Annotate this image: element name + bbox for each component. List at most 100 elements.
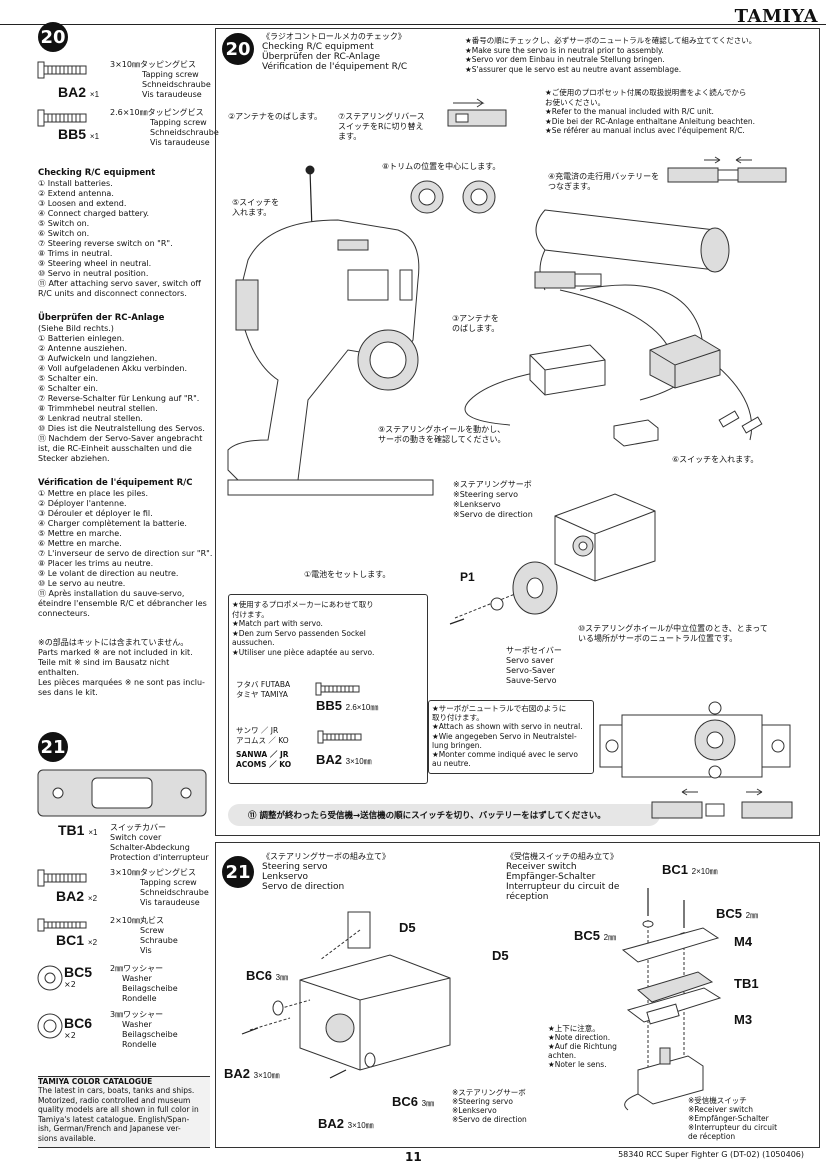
sanwa-en: SANWA ／ JR ACOMS ／ KO [236,750,292,769]
finish-banner: ⑪ 調整が終わったら受信機→送信機の順にスイッチを切り、バッテリーをはずしてくだ… [228,804,660,826]
tb1-code: TB1 ×1 [58,822,98,838]
ba2-screw-icon-2 [37,869,87,887]
manual-line: ★Refer to the manual included with R/C u… [545,107,714,116]
page-number: 11 [405,1150,422,1164]
c4-line: ④充電済の走行用バッテリーを [548,172,660,181]
warn-line: ★Make sure the servo is in neutral prior… [465,45,664,55]
ba2-screw-icon [37,61,87,79]
de-step-line: Stecker abziehen. [38,454,110,463]
step-21-right-title: 《受信機スイッチの組み立て》 Receiver switch Empfänger… [506,852,620,902]
callout-reverse: ⑦ステアリングリバーススイッチをRに切り替えます。 [338,112,425,142]
ba2-code: BA2 ×1 [58,84,100,100]
en-step-line: ⑧ Trims in neutral. [38,249,113,258]
step-20-main-badge: 20 [222,33,254,65]
bb5-label: BB5 2.6×10㎜ [316,698,379,713]
ba2-screw-small-icon [317,730,362,744]
c3-line: のばします。 [452,324,500,333]
ba2-label: BA2 3×10㎜ [316,752,372,767]
ba2-label-2: BA2 3×10㎜ [318,1116,374,1131]
bc1-screw-icon [37,918,87,932]
bc5-qty: ×2 [64,980,76,989]
servo-label-21: ※ステアリングサーボ※Steering servo※Lenkservo※Serv… [452,1088,527,1124]
match-note: ★使用するプロポメーカーにあわせて取り付けます。★Match part with… [232,600,422,657]
match-line: ★Utiliser une pièce adaptée au servo. [232,647,375,657]
en-step-line: R/C units and disconnect connectors. [38,289,187,298]
warn-line: ★S'assurer que le servo est au neutre av… [465,64,682,74]
c9-line: サーボの動きを確認してください。 [378,435,506,444]
dir-line: ★上下に注意。 [548,1024,600,1033]
step-21-badge: 21 [38,732,68,762]
warn-line: ★番号の順にチェックし、必ずサーボのニュートラルを確認して組み立ててください。 [465,36,757,45]
fr-step-line: ⑨ Le volant de direction au neutre. [38,569,179,578]
fr-step-line: ⑧ Placer les trims au neutre. [38,559,154,568]
step-21-left-title: 《ステアリングサーボの組み立て》 Steering servo Lenkserv… [262,852,390,892]
bc6-washer-icon [37,1013,63,1039]
en-step-line: ⑨ Steering wheel in neutral. [38,259,152,268]
d5-label-2: D5 [492,948,509,963]
fr-step-line: ② Déployer l'antenne. [38,499,127,508]
catalogue-line: quality models are all shown in full col… [38,1105,199,1114]
switch-line: ※Interrupteur du circuit [688,1123,778,1132]
bb5-spec: 2.6×10㎜タッピングビス Tapping screw Schneidschr… [110,108,219,147]
battery-pack-illustration [534,209,730,291]
bb5-screw-small-icon [315,682,360,696]
attach-line: lung bringen. [432,740,482,750]
trim-dials-icon [410,180,496,214]
en-step-line: ③ Loosen and extend. [38,199,127,208]
catalogue-box: TAMIYA COLOR CATALOGUE The latest in car… [38,1076,210,1148]
attach-line: ★Wie angegeben Servo in Neutralstel- [432,731,577,741]
catalogue-line: Tamiya's latest catalogue. English/Span- [38,1114,190,1124]
attach-line: ★Attach as shown with servo in neutral. [432,722,583,732]
fr-step-line: ⑥ Mettre en marche. [38,539,122,548]
attach-line: 取り付けます。 [432,713,484,723]
header-rule [0,24,826,25]
fr-step-line: ⑩ Le servo au neutre. [38,579,126,588]
de-step-line: ⑥ Schalter ein. [38,384,99,393]
rx-switch-illustration [613,419,659,447]
step-21-panel [215,842,820,1148]
callout-trim: ⑧トリムの位置を中心にします。 [382,162,501,171]
switch-line: ※Receiver switch [688,1105,754,1114]
d5-label-1: D5 [399,920,416,935]
bc6-code: BC6 [64,1015,93,1031]
bc6-qty: ×2 [64,1031,76,1040]
manual-line: お使いください。 [545,97,605,107]
fr-step-line: connecteurs. [38,609,90,618]
servo-line: ※ステアリングサーボ [453,480,532,489]
c10-line: いる場所がサーボのニュートラル位置です。 [578,634,738,643]
step-20-titles: 《ラジオコントロールメカのチェック》 Checking R/C equipmen… [262,32,408,72]
de-step-line: ③ Aufwickeln und langziehen. [38,354,158,363]
en-step-line: ⑦ Steering reverse switch on "R". [38,239,173,248]
bc1-spec: 2×10㎜丸ビス Screw Schraube Vis [110,916,178,955]
tb1-spec: スイッチカバー Switch cover Schalter-Abdeckung … [110,823,209,862]
de-step-line: ⑦ Reverse-Schalter für Lenkung auf "R". [38,394,200,403]
c7-line: ます。 [338,132,362,141]
attach-line: au neutre. [432,759,471,769]
note-line: Parts marked ※ are not included in kit. [38,648,193,657]
c7-line: ⑦ステアリングリバース [338,112,425,121]
footer-code: 58340 RCC Super Fighter G (DT-02) (10504… [618,1150,804,1159]
catalogue-line: sions available. [38,1133,96,1143]
switch-line: ※受信機スイッチ [688,1096,747,1105]
c9-line: ⑨ステアリングホイールを動かし、 [378,425,506,434]
match-line: ★Match part with servo. [232,619,323,628]
callout-batteries: ①電池をセットします。 [304,570,391,579]
fr-step-line: ⑦ L'inverseur de servo de direction sur … [38,549,213,558]
step-21-main-badge: 21 [222,856,254,888]
servo21-line: ※Servo de direction [452,1115,527,1124]
servo-line: ※Steering servo [453,490,518,499]
sanwa-jp: サンワ ／ JR アコムス ／ KO [236,726,289,745]
en-step-line: ⑪ After attaching servo saver, switch of… [38,279,201,288]
servo-saver-illustration [449,561,558,625]
fr-step-line: ④ Charger complètement la batterie. [38,519,187,528]
tb1-label: TB1 [734,976,759,991]
en-step-line: ① Install batteries. [38,179,113,188]
note-line: Teile mit ※ sind im Bausatz nicht enthal… [38,658,170,677]
transmitter-illustration [227,165,434,496]
bc1-label: BC1 2×10㎜ [662,862,718,877]
bc5-washer-icon [37,965,63,991]
attach-box [428,700,594,774]
de-step-line: ④ Voll aufgeladenen Akku verbinden. [38,364,188,373]
bb5-code: BB5 ×1 [58,126,100,142]
callout-switch-tx: ⑤スイッチを入れます。 [232,198,279,218]
